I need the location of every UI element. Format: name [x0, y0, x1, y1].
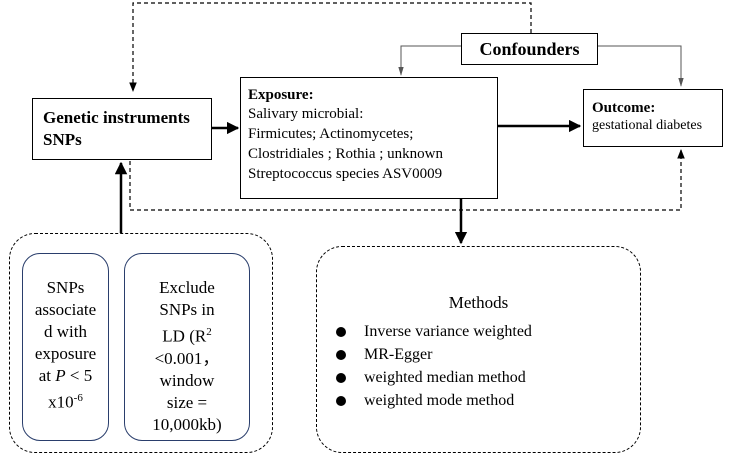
snp-criteria-group [9, 233, 273, 453]
criterion-text: x10-6 [48, 392, 83, 412]
ld-exclusion-criterion: Exclude SNPs in LD (R2 <0.001， window si… [124, 253, 250, 441]
methods-box [316, 246, 641, 453]
exposure-line: Clostridiales ; Rothia ; unknown [248, 146, 443, 162]
criterion-text: SNPs in [159, 300, 215, 319]
criterion-text: 10,000kb) [152, 414, 222, 434]
genetic-instruments-box: Genetic instruments SNPs [32, 98, 212, 160]
method-item: weighted median method [334, 366, 532, 389]
criterion-text: associate [34, 300, 97, 319]
dashed-feedback-top [129, 2, 532, 92]
criterion-text: at P < 5 [38, 366, 93, 385]
confounder-to-outcome-arrow [598, 45, 684, 87]
criterion-text: window [159, 370, 215, 390]
criterion-text: size = [166, 392, 208, 412]
confounder-to-exposure-arrow [398, 45, 461, 76]
bullet-icon [336, 350, 346, 360]
outcome-box: Outcome: gestational diabetes [583, 89, 723, 147]
dashed-feedback-bottom [129, 149, 685, 211]
method-item: weighted mode method [334, 389, 532, 412]
criterion-text: Exclude [159, 278, 215, 297]
method-item: Inverse variance weighted [334, 320, 532, 343]
exposure-line: Streptococcus species ASV0009 [248, 166, 443, 182]
methods-list: Inverse variance weighted MR-Egger weigh… [334, 320, 532, 412]
method-item: MR-Egger [334, 343, 532, 366]
criterion-text: d with [44, 322, 87, 341]
exposure-line: Firmicutes; Actinomycetes; [248, 126, 414, 142]
snp-association-criterion: SNPs associate d with exposure at P < 5 … [22, 253, 109, 441]
criterion-text: SNPs [46, 278, 85, 297]
criterion-text: <0.001， [154, 348, 220, 368]
bullet-icon [336, 327, 346, 337]
bullet-icon [336, 373, 346, 383]
exposure-box: Exposure: Salivary microbial: Firmicutes… [240, 77, 498, 199]
criterion-text: LD (R2 [162, 326, 212, 346]
methods-title: Methods [448, 293, 509, 312]
outcome-title: Outcome: [592, 100, 656, 116]
confounders-box: Confounders [461, 33, 598, 65]
bullet-icon [336, 396, 346, 406]
confounders-label: Confounders [479, 39, 580, 59]
exposure-title: Exposure: [248, 87, 314, 103]
outcome-text: gestational diabetes [592, 118, 703, 133]
criterion-text: exposure [34, 344, 97, 363]
exposure-line: Salivary microbial: [248, 106, 364, 122]
genetic-instruments-label: Genetic instruments SNPs [43, 108, 190, 149]
